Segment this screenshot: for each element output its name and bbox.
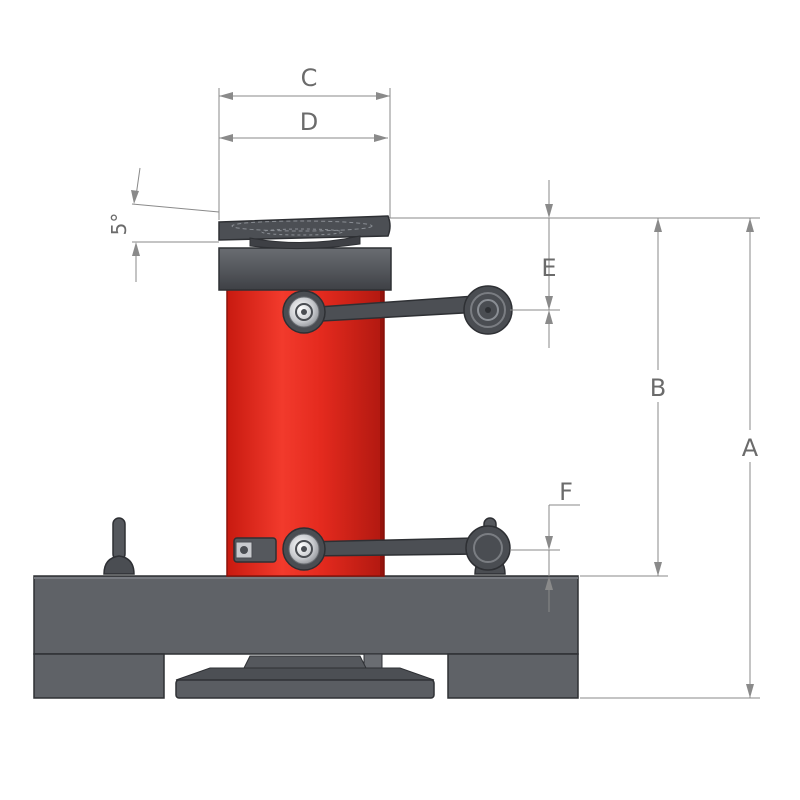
dimension-angle: 5° (107, 167, 220, 282)
lower-port-fitting (282, 527, 326, 571)
label-d: D (300, 108, 318, 136)
label-a: A (742, 434, 759, 462)
label-c: C (301, 64, 318, 92)
dimension-c: C (219, 64, 390, 100)
tilting-saddle (218, 215, 391, 250)
dimension-b: B (644, 218, 672, 576)
label-b: B (650, 374, 666, 402)
lower-carry-handle (303, 525, 511, 571)
extension-lines-right (390, 217, 760, 699)
coupler-fitting (233, 537, 277, 563)
upper-port-fitting (282, 290, 326, 334)
dimension-e: E (541, 180, 557, 348)
dimension-f: F (545, 478, 580, 612)
base-feet (33, 653, 579, 699)
extension-lines-top (218, 88, 391, 220)
label-f: F (559, 478, 573, 506)
upper-carry-handle (303, 285, 513, 335)
dimension-a: A (736, 218, 764, 698)
bottom-swivel-pad (175, 653, 435, 699)
label-e: E (541, 254, 556, 282)
cylinder-top-collar (218, 247, 392, 291)
left-eye-bolt (103, 517, 135, 575)
dimension-d: D (219, 108, 388, 142)
label-angle: 5° (107, 213, 131, 236)
base-plate (33, 575, 579, 655)
